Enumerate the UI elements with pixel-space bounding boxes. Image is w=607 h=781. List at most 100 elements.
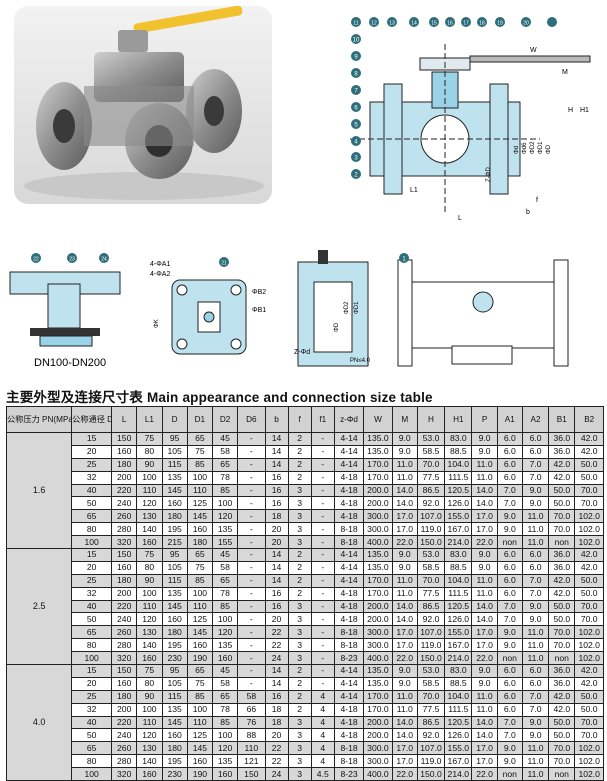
table-cell: 92.0 <box>416 728 446 743</box>
table-cell: 160 <box>186 754 213 769</box>
table-cell: 9.0 <box>496 625 523 640</box>
table-cell: 11.0 <box>521 625 550 640</box>
table-cell: 135.0 <box>363 444 393 459</box>
table-cell: 3 <box>287 612 312 627</box>
callout-group: 2 3 4 5 6 7 8 9 10 11 12 13 14 15 16 17 … <box>351 17 557 179</box>
column-header: D6 <box>237 406 266 433</box>
svg-text:24: 24 <box>101 257 107 263</box>
table-cell: 105 <box>161 444 188 459</box>
table-cell: 160 <box>161 612 188 627</box>
table-cell: 14.0 <box>391 715 418 730</box>
table-cell: 14.0 <box>391 496 418 511</box>
table-cell: 145 <box>161 599 188 614</box>
table-cell: 11.0 <box>521 535 550 550</box>
table-cell: - <box>310 573 335 588</box>
table-cell: 65 <box>71 509 113 524</box>
table-cell: 4 <box>310 715 335 730</box>
table-cell: 102.0 <box>574 767 604 781</box>
table-cell: 9.0 <box>521 715 550 730</box>
valve-photo <box>14 6 272 204</box>
table-cell: 75 <box>136 548 163 562</box>
table-cell: 20 <box>264 535 289 550</box>
table-cell: 140 <box>136 522 163 537</box>
table-cell: 8-18 <box>333 535 365 550</box>
table-cell: 111.5 <box>444 586 473 601</box>
table-cell: 145 <box>161 715 188 730</box>
table-cell: 50.0 <box>548 599 576 614</box>
callout-15: 16 <box>445 17 455 27</box>
table-cell: 70.0 <box>548 638 576 653</box>
table-cell: 180 <box>161 741 188 756</box>
table-cell: 135.0 <box>363 548 393 562</box>
table-cell: 135.0 <box>363 560 393 575</box>
table-cell: 70.0 <box>416 457 446 472</box>
table-cell: 240 <box>111 612 138 627</box>
table-cell: 300.0 <box>363 754 393 769</box>
table-cell: 8-18 <box>333 625 365 640</box>
table-cell: 20 <box>71 444 113 459</box>
table-cell: 88.5 <box>444 444 473 459</box>
column-header: L <box>111 406 138 433</box>
table-cell: 85 <box>186 457 213 472</box>
column-header: B2 <box>574 406 604 433</box>
table-cell: 260 <box>111 741 138 756</box>
table-cell: 100 <box>136 702 163 717</box>
dim-phi-d6: Φd6 <box>522 142 528 154</box>
table-cell: 115 <box>161 573 188 588</box>
table-cell: 65 <box>211 457 239 472</box>
callout-9: 10 <box>351 34 361 44</box>
table-cell: 14.0 <box>471 496 498 511</box>
table-cell: 86.5 <box>416 599 446 614</box>
table-cell: 78 <box>211 586 239 601</box>
table-cell: 6.0 <box>496 664 523 678</box>
column-header: f1 <box>310 406 335 433</box>
table-cell: 88.5 <box>444 560 473 575</box>
table-cell: 155.0 <box>444 741 473 756</box>
table-cell: 20 <box>264 612 289 627</box>
table-cell: 167.0 <box>444 754 473 769</box>
table-cell: 110 <box>186 715 213 730</box>
table-cell: 36.0 <box>548 560 576 575</box>
table-cell: 6.0 <box>521 664 550 678</box>
table-cell: 111.5 <box>444 702 473 717</box>
table-cell: 7.0 <box>521 457 550 472</box>
table-cell: 105 <box>161 676 188 691</box>
table-cell: 77.5 <box>416 470 446 485</box>
label-phi-b1: ΦB1 <box>252 307 266 314</box>
column-header: f <box>287 406 312 433</box>
svg-text:6: 6 <box>354 106 358 112</box>
table-cell: 102.0 <box>574 509 604 524</box>
svg-text:13: 13 <box>389 21 395 27</box>
table-cell: 107.0 <box>416 625 446 640</box>
table-cell: 85 <box>211 715 239 730</box>
table-cell: 42.0 <box>574 444 604 459</box>
table-cell: 17.0 <box>391 638 418 653</box>
table-cell: 200.0 <box>363 483 393 498</box>
table-cell: 102.0 <box>574 522 604 537</box>
table-cell: 77.5 <box>416 702 446 717</box>
table-cell: 135 <box>211 522 239 537</box>
table-cell: 36.0 <box>548 664 576 678</box>
table-cell: 3 <box>287 509 312 524</box>
table-cell: 280 <box>111 638 138 653</box>
column-header: b <box>264 406 289 433</box>
table-cell: 150.0 <box>416 651 446 666</box>
table-cell: 24 <box>264 767 289 781</box>
table-cell: 9.0 <box>471 560 498 575</box>
table-cell: 9.0 <box>391 548 418 562</box>
table-cell: 36.0 <box>548 548 576 562</box>
table-cell: 8-23 <box>333 651 365 666</box>
table-cell: 42.0 <box>574 560 604 575</box>
svg-text:7: 7 <box>354 89 358 95</box>
table-cell: 160 <box>211 651 239 666</box>
table-cell: 300.0 <box>363 638 393 653</box>
dim-phi-d: Φd <box>514 146 520 154</box>
table-cell: 14.0 <box>471 612 498 627</box>
callout-6: 7 <box>351 85 361 95</box>
table-cell: 16 <box>264 599 289 614</box>
table-cell: 126.0 <box>444 496 473 511</box>
